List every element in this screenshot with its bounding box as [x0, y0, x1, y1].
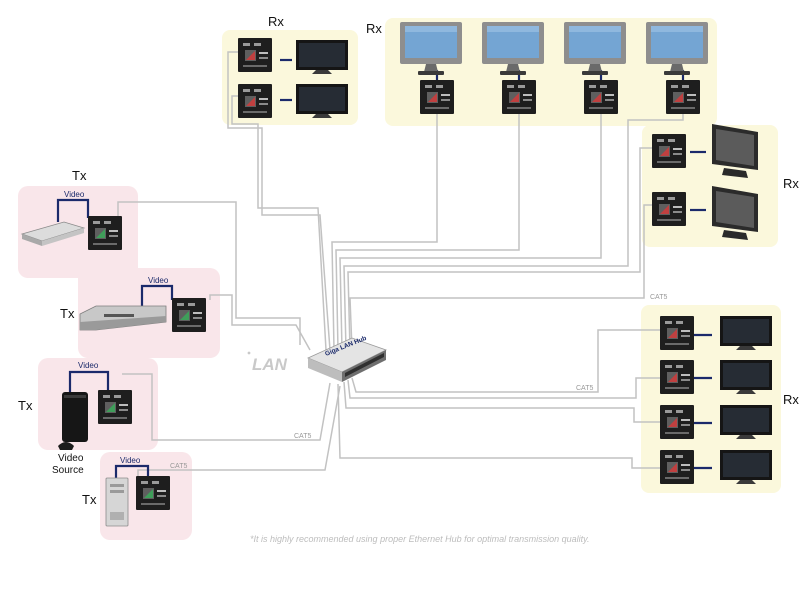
video-source-label: Video: [58, 453, 84, 464]
tx-label: Tx: [72, 168, 87, 183]
rx-extender-icon: [660, 360, 694, 394]
video-label: Video: [78, 361, 99, 370]
rx-extender-icon: [238, 38, 272, 72]
rx-panel-top: [385, 18, 717, 126]
rx-label: Rx: [366, 21, 382, 36]
cat5-cables: [117, 51, 684, 478]
rx-extender-icon: [584, 80, 618, 114]
rx-extender-icon: [660, 450, 694, 484]
pc-tower-icon: [105, 477, 129, 527]
cat5-label: CAT5: [576, 385, 593, 392]
tx-label: Tx: [60, 306, 75, 321]
tx-extender-icon: [98, 390, 132, 424]
rx-label: Rx: [783, 176, 799, 191]
tv-icon: [720, 360, 772, 394]
tv-icon: [720, 450, 772, 484]
tx-extender-icon: [88, 216, 122, 250]
cat5-label: CAT5: [650, 294, 667, 301]
tx-label: Tx: [18, 398, 33, 413]
video-label: Video: [148, 276, 169, 285]
footnote: *It is highly recommended using proper E…: [250, 534, 590, 544]
rx-extender-icon: [660, 316, 694, 350]
tx-extender-icon: [136, 476, 170, 510]
rx-extender-icon: [420, 80, 454, 114]
tx-label: Tx: [82, 492, 97, 507]
video-label: Video: [120, 456, 141, 465]
network-switch-icon: Giga LAN Hub: [306, 335, 388, 382]
video-label: Video: [64, 190, 85, 199]
lan-label: LAN: [252, 355, 288, 374]
cat5-label: CAT5: [170, 463, 187, 470]
video-source-label: Source: [52, 465, 84, 476]
rx-extender-icon: [502, 80, 536, 114]
rx-panel-bottom-right: [641, 305, 781, 493]
dvd-player-icon: [79, 305, 167, 331]
tv-icon: [720, 316, 772, 350]
rx-extender-icon: [652, 134, 686, 168]
rx-extender-icon: [652, 192, 686, 226]
rx-extender-icon: [666, 80, 700, 114]
cat5-label: CAT5: [294, 433, 311, 440]
rx-extender-icon: [660, 405, 694, 439]
rx-label: Rx: [268, 14, 284, 29]
dvd-player-icon: [20, 221, 86, 246]
rx-label: Rx: [783, 392, 799, 407]
tv-icon: [296, 40, 348, 74]
game-console-icon: [58, 392, 88, 450]
tv-icon: [720, 405, 772, 439]
tx-extender-icon: [172, 298, 206, 332]
tv-icon: [296, 84, 348, 118]
lan-dot: [247, 351, 251, 355]
rx-extender-icon: [238, 84, 272, 118]
